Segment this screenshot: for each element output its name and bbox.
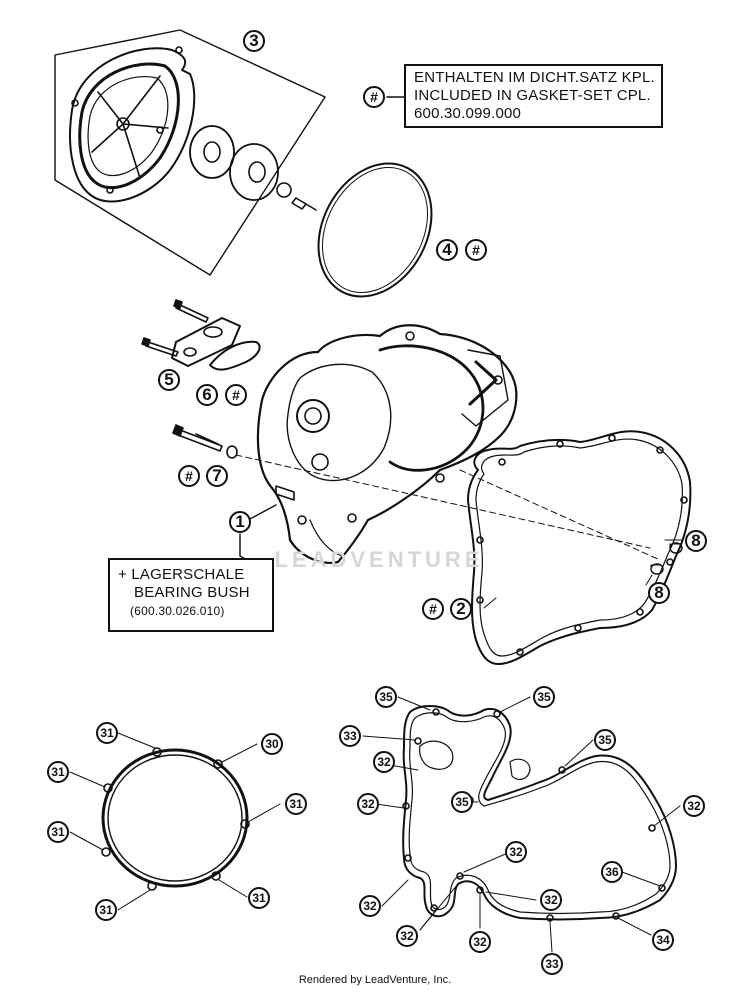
callout-ignition-36[interactable]: 36: [601, 861, 623, 883]
callout-ignition-32[interactable]: 32: [505, 841, 527, 863]
callout-5[interactable]: 5: [158, 369, 180, 391]
ignition-gasket-leaders: [362, 696, 681, 953]
callout-7[interactable]: 7: [206, 465, 228, 487]
callout-clutch-31[interactable]: 31: [285, 793, 307, 815]
watermark-text: LEADVENTURE: [274, 547, 483, 572]
clutch-gasket-leaders: [69, 732, 281, 911]
callout-ignition-32[interactable]: 32: [357, 793, 379, 815]
callout-6[interactable]: 6: [196, 384, 218, 406]
callout-ignition-35[interactable]: 35: [533, 686, 555, 708]
bearing-note-line2: BEARING BUSH: [134, 584, 250, 601]
callout-clutch-31[interactable]: 31: [96, 722, 118, 744]
callout-ignition-32[interactable]: 32: [359, 895, 381, 917]
callout-hash-7[interactable]: #: [178, 465, 200, 487]
callout-clutch-31[interactable]: 31: [95, 899, 117, 921]
callout-ignition-32[interactable]: 32: [469, 931, 491, 953]
callout-1[interactable]: 1: [229, 511, 251, 533]
callout-ignition-32[interactable]: 32: [540, 889, 562, 911]
bolt-and-washer[interactable]: [172, 424, 238, 459]
clutch-cover-gasket[interactable]: [101, 747, 250, 891]
gasket-note-line2: INCLUDED IN GASKET-SET CPL.: [414, 87, 651, 104]
gasket-note-line3: 600.30.099.000: [414, 105, 522, 122]
crankcase-cover[interactable]: [256, 324, 518, 564]
assembly-frame: [54, 29, 326, 276]
cover-plate-assembly[interactable]: [141, 299, 261, 371]
callout-ignition-35[interactable]: 35: [375, 686, 397, 708]
callout-4[interactable]: 4: [436, 239, 458, 261]
callout-hash-2[interactable]: #: [422, 598, 444, 620]
callout-clutch-31[interactable]: 31: [47, 821, 69, 843]
callout-ignition-32[interactable]: 32: [373, 751, 395, 773]
cover-gasket[interactable]: [467, 430, 692, 665]
callout-hash-note[interactable]: #: [363, 86, 385, 108]
callout-8-lower[interactable]: 8: [648, 582, 670, 604]
gasket-set-note: ENTHALTEN IM DICHT.SATZ KPL. INCLUDED IN…: [404, 64, 663, 128]
clutch-cover-assembly[interactable]: [54, 29, 326, 276]
callout-2[interactable]: 2: [450, 598, 472, 620]
callout-ignition-32[interactable]: 32: [683, 795, 705, 817]
callout-clutch-30[interactable]: 30: [261, 733, 283, 755]
callout-ignition-33[interactable]: 33: [339, 725, 361, 747]
gasket-note-line1: ENTHALTEN IM DICHT.SATZ KPL.: [414, 69, 655, 86]
callout-clutch-31[interactable]: 31: [47, 761, 69, 783]
callout-ignition-35[interactable]: 35: [594, 729, 616, 751]
callout-ignition-35[interactable]: 35: [451, 791, 473, 813]
callout-hash-4[interactable]: #: [465, 239, 487, 261]
callout-3[interactable]: 3: [243, 30, 265, 52]
footer-credit: Rendered by LeadVenture, Inc.: [298, 974, 452, 986]
callout-hash-6[interactable]: #: [225, 384, 247, 406]
o-ring[interactable]: [296, 144, 454, 316]
callout-ignition-33[interactable]: 33: [541, 953, 563, 975]
bearing-note-line3: (600.30.026.010): [130, 604, 225, 618]
callout-ignition-32[interactable]: 32: [396, 925, 418, 947]
bearing-bush-note: + LAGERSCHALE BEARING BUSH (600.30.026.0…: [108, 558, 274, 632]
ignition-cover-gasket[interactable]: [402, 705, 677, 922]
callout-8-upper[interactable]: 8: [685, 530, 707, 552]
callout-ignition-34[interactable]: 34: [652, 929, 674, 951]
bearing-note-line1: + LAGERSCHALE: [118, 566, 245, 583]
callout-clutch-31[interactable]: 31: [248, 887, 270, 909]
